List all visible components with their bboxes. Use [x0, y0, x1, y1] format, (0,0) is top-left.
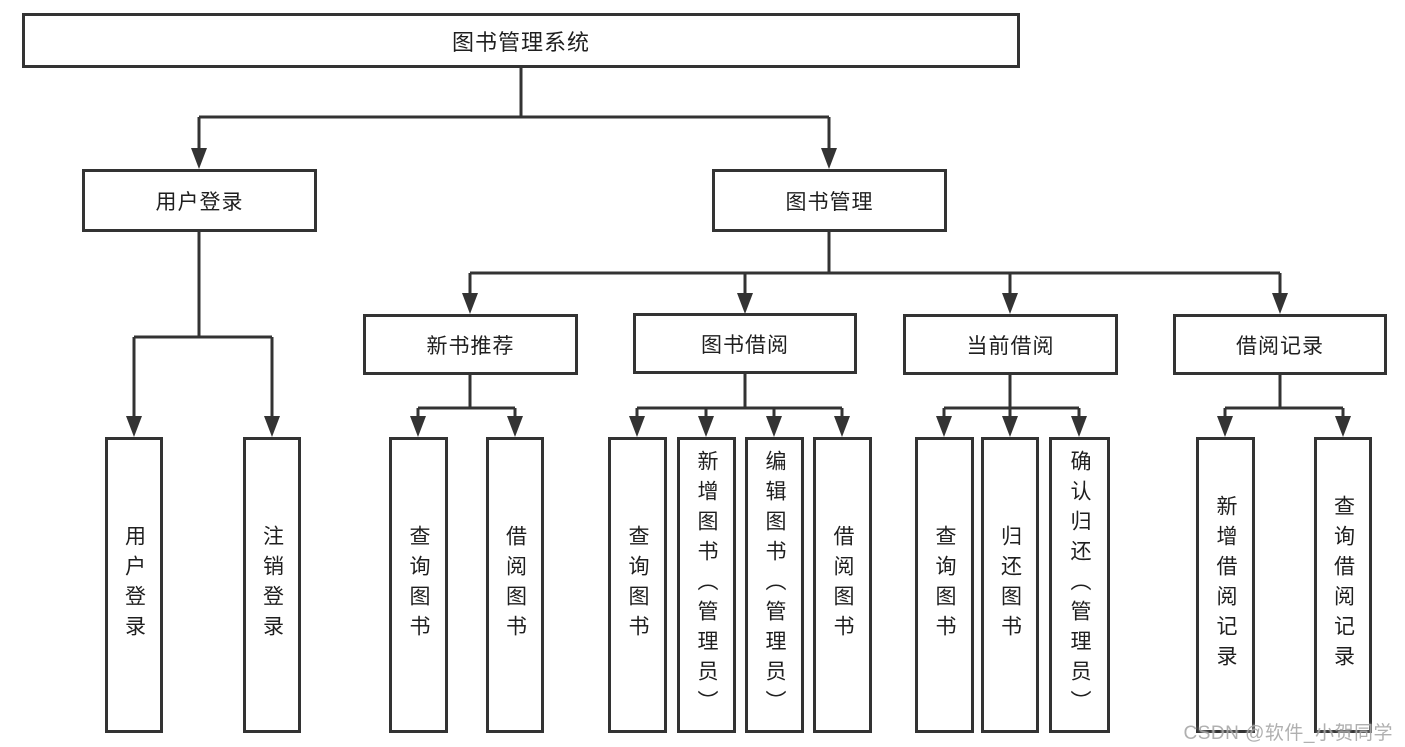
- node-label: 图书管理: [785, 190, 874, 214]
- leaf-label: 新增图书（管理员）: [695, 450, 718, 720]
- leaf-label: 借阅图书: [831, 525, 854, 645]
- csdn-watermark: CSDN @软件_小贺同学: [1183, 723, 1393, 744]
- leaf-query-books: 查询图书: [389, 437, 448, 733]
- node-library-system: 图书管理系统: [22, 13, 1020, 68]
- node-label: 当前借阅: [966, 334, 1055, 358]
- node-current-borrow: 当前借阅: [903, 314, 1118, 375]
- leaf-label: 查询图书: [933, 525, 956, 645]
- leaf-logout: 注销登录: [243, 437, 301, 733]
- leaf-user-login: 用户登录: [105, 437, 163, 733]
- node-book-management: 图书管理: [712, 169, 947, 232]
- leaf-edit-books-admin: 编辑图书（管理员）: [745, 437, 804, 733]
- leaf-label: 新增借阅记录: [1214, 495, 1237, 675]
- leaf-label: 查询图书: [626, 525, 649, 645]
- leaf-label: 编辑图书（管理员）: [763, 450, 786, 720]
- leaf-borrow-books: 借阅图书: [486, 437, 544, 733]
- node-new-book-recommend: 新书推荐: [363, 314, 578, 375]
- node-label: 借阅记录: [1236, 334, 1324, 358]
- node-book-borrow: 图书借阅: [633, 313, 857, 374]
- leaf-label: 查询图书: [407, 525, 430, 645]
- leaf-borrow-books-2: 借阅图书: [813, 437, 872, 733]
- leaf-label: 归还图书: [998, 525, 1022, 645]
- leaf-label: 用户登录: [122, 525, 146, 645]
- node-label: 图书管理系统: [451, 29, 590, 55]
- node-label: 图书借阅: [701, 333, 789, 357]
- leaf-label: 确认归还（管理员）: [1068, 450, 1091, 720]
- leaf-add-borrow-record: 新增借阅记录: [1196, 437, 1255, 733]
- leaf-query-borrow-record: 查询借阅记录: [1314, 437, 1372, 733]
- leaf-query-books-2: 查询图书: [608, 437, 667, 733]
- leaf-return-books: 归还图书: [981, 437, 1039, 733]
- leaf-label: 查询借阅记录: [1331, 495, 1355, 675]
- leaf-label: 注销登录: [260, 525, 284, 645]
- node-label: 用户登录: [155, 190, 244, 214]
- node-user-login: 用户登录: [82, 169, 317, 232]
- leaf-query-books-3: 查询图书: [915, 437, 974, 733]
- node-label: 新书推荐: [426, 334, 515, 358]
- leaf-add-books-admin: 新增图书（管理员）: [677, 437, 736, 733]
- leaf-label: 借阅图书: [503, 525, 527, 645]
- node-borrow-records: 借阅记录: [1173, 314, 1387, 375]
- connector-path: [132, 68, 1345, 418]
- leaf-confirm-return-admin: 确认归还（管理员）: [1049, 437, 1110, 733]
